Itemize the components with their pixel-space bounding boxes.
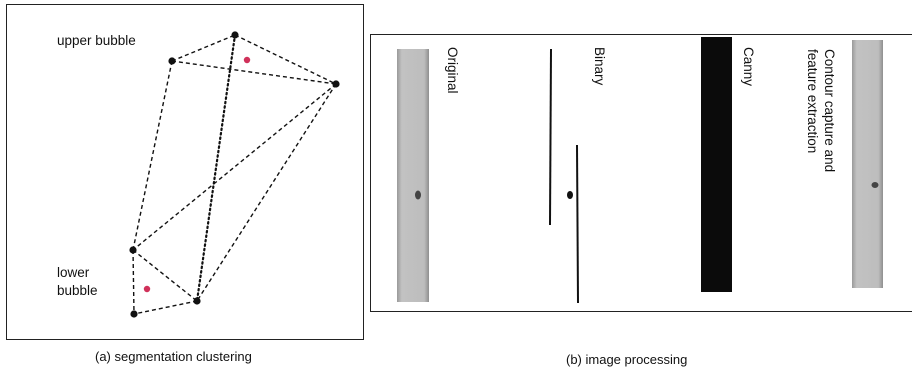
- lower-bubble-label: lower bubble: [57, 265, 98, 298]
- stage-label-binary: Binary: [592, 47, 607, 86]
- edge-upper-top-right: [234, 34, 337, 85]
- canny-image: [701, 37, 732, 292]
- centroid-upper: [243, 56, 251, 64]
- point-lower-bottom: [130, 310, 138, 318]
- point-upper-left: [168, 57, 176, 65]
- link-right-lower: [196, 83, 337, 302]
- stage-label-contour: Contour capture and feature extraction: [805, 49, 837, 173]
- processing-images: [397, 37, 883, 304]
- caption-a: (a) segmentation clustering: [95, 349, 252, 364]
- link-left: [132, 60, 173, 251]
- upper-bubble-label: upper bubble: [57, 33, 136, 48]
- clustering-diagram: [129, 31, 340, 318]
- segmentation-panel: upper bubble lower bubble: [6, 4, 364, 340]
- stage-label-canny: Canny: [741, 47, 756, 87]
- binary-image-upper-line: [549, 48, 552, 226]
- binary-bubble: [567, 191, 573, 199]
- link-dotted-center: [195, 33, 237, 303]
- edge-upper-left-top: [171, 34, 236, 62]
- edge-lower-right-bottom: [133, 300, 198, 315]
- edge-lower-top-bottom: [132, 249, 135, 315]
- original-bubble: [415, 190, 421, 200]
- stage-label-original: Original: [445, 47, 460, 94]
- point-upper-right: [332, 80, 340, 88]
- contour-bubble: [871, 182, 879, 188]
- centroid-lower: [143, 285, 151, 293]
- image-processing-panel: Original Binary Canny Contour capture an…: [370, 34, 912, 312]
- point-lower-top: [129, 246, 137, 254]
- edge-lower-top-right: [132, 249, 198, 302]
- original-image: [397, 49, 429, 302]
- point-upper-top: [231, 31, 239, 39]
- point-lower-right: [193, 297, 201, 305]
- binary-image-lower-line: [576, 144, 579, 304]
- link-right-upper: [132, 83, 337, 251]
- contour-image: [852, 40, 883, 288]
- caption-b: (b) image processing: [566, 352, 688, 367]
